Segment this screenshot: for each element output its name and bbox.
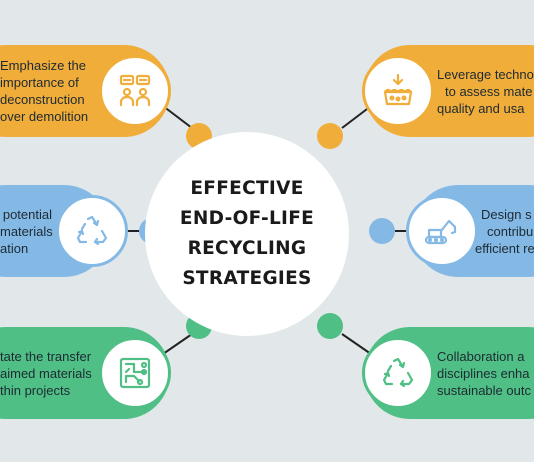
text-line: over demolition	[0, 109, 89, 124]
text-line: efficient re	[475, 240, 534, 256]
text-line: ation	[0, 240, 29, 256]
connector-line	[162, 333, 193, 355]
text-line: contribu	[487, 223, 534, 239]
center-title-line: END-OF-LIFE	[179, 208, 315, 229]
circuit-board-icon	[99, 337, 171, 409]
connector-dot-bottom-right	[317, 313, 343, 339]
center-title-circle: EFFECTIVE END-OF-LIFE RECYCLING STRATEGI…	[147, 134, 347, 334]
recycle-icon	[362, 337, 434, 409]
text-line: Leverage techno	[437, 66, 534, 82]
pill-text-middle-right: Design s contribu efficient re	[475, 185, 534, 277]
text-line: disciplines enha	[437, 365, 530, 381]
text-line: Collaboration a	[437, 348, 525, 364]
text-line: importance of	[0, 75, 79, 90]
pill-text-bottom-left: tate the transfer aimed materials thin p…	[0, 327, 120, 419]
text-line: deconstruction	[0, 92, 85, 107]
text-line: to assess mate	[445, 83, 533, 99]
text-line: aimed materials	[0, 365, 92, 381]
pill-text-middle-left: e potential materials ation	[0, 185, 70, 277]
text-line: Design s	[481, 206, 532, 222]
pill-text-top-right: Leverage techno to assess mate quality a…	[437, 45, 534, 137]
excavator-icon	[406, 195, 478, 267]
text-line: quality and usa	[437, 100, 525, 116]
text-line: sustainable outc	[437, 382, 531, 398]
text-line: tate the transfer	[0, 348, 92, 364]
pill-text-bottom-right: Collaboration a disciplines enha sustain…	[437, 327, 534, 419]
pill-text-top-left: Emphasize the importance of deconstructi…	[0, 45, 120, 137]
text-line: materials	[0, 223, 53, 239]
connector-line	[162, 105, 193, 129]
connector-dot-middle-right	[369, 218, 395, 244]
text-line: thin projects	[0, 382, 71, 398]
text-line: e potential	[0, 206, 52, 222]
connector-line	[341, 105, 372, 129]
recycle-icon	[56, 195, 128, 267]
team-presentation-icon	[99, 55, 171, 127]
connector-dot-top-right	[317, 123, 343, 149]
center-title-line: EFFECTIVE	[190, 178, 304, 199]
material-quality-icon	[362, 55, 434, 127]
text-line: Emphasize the	[0, 58, 86, 73]
connector-line	[341, 333, 372, 355]
center-title-line: RECYCLING	[187, 238, 307, 259]
center-title-line: STRATEGIES	[182, 268, 312, 289]
